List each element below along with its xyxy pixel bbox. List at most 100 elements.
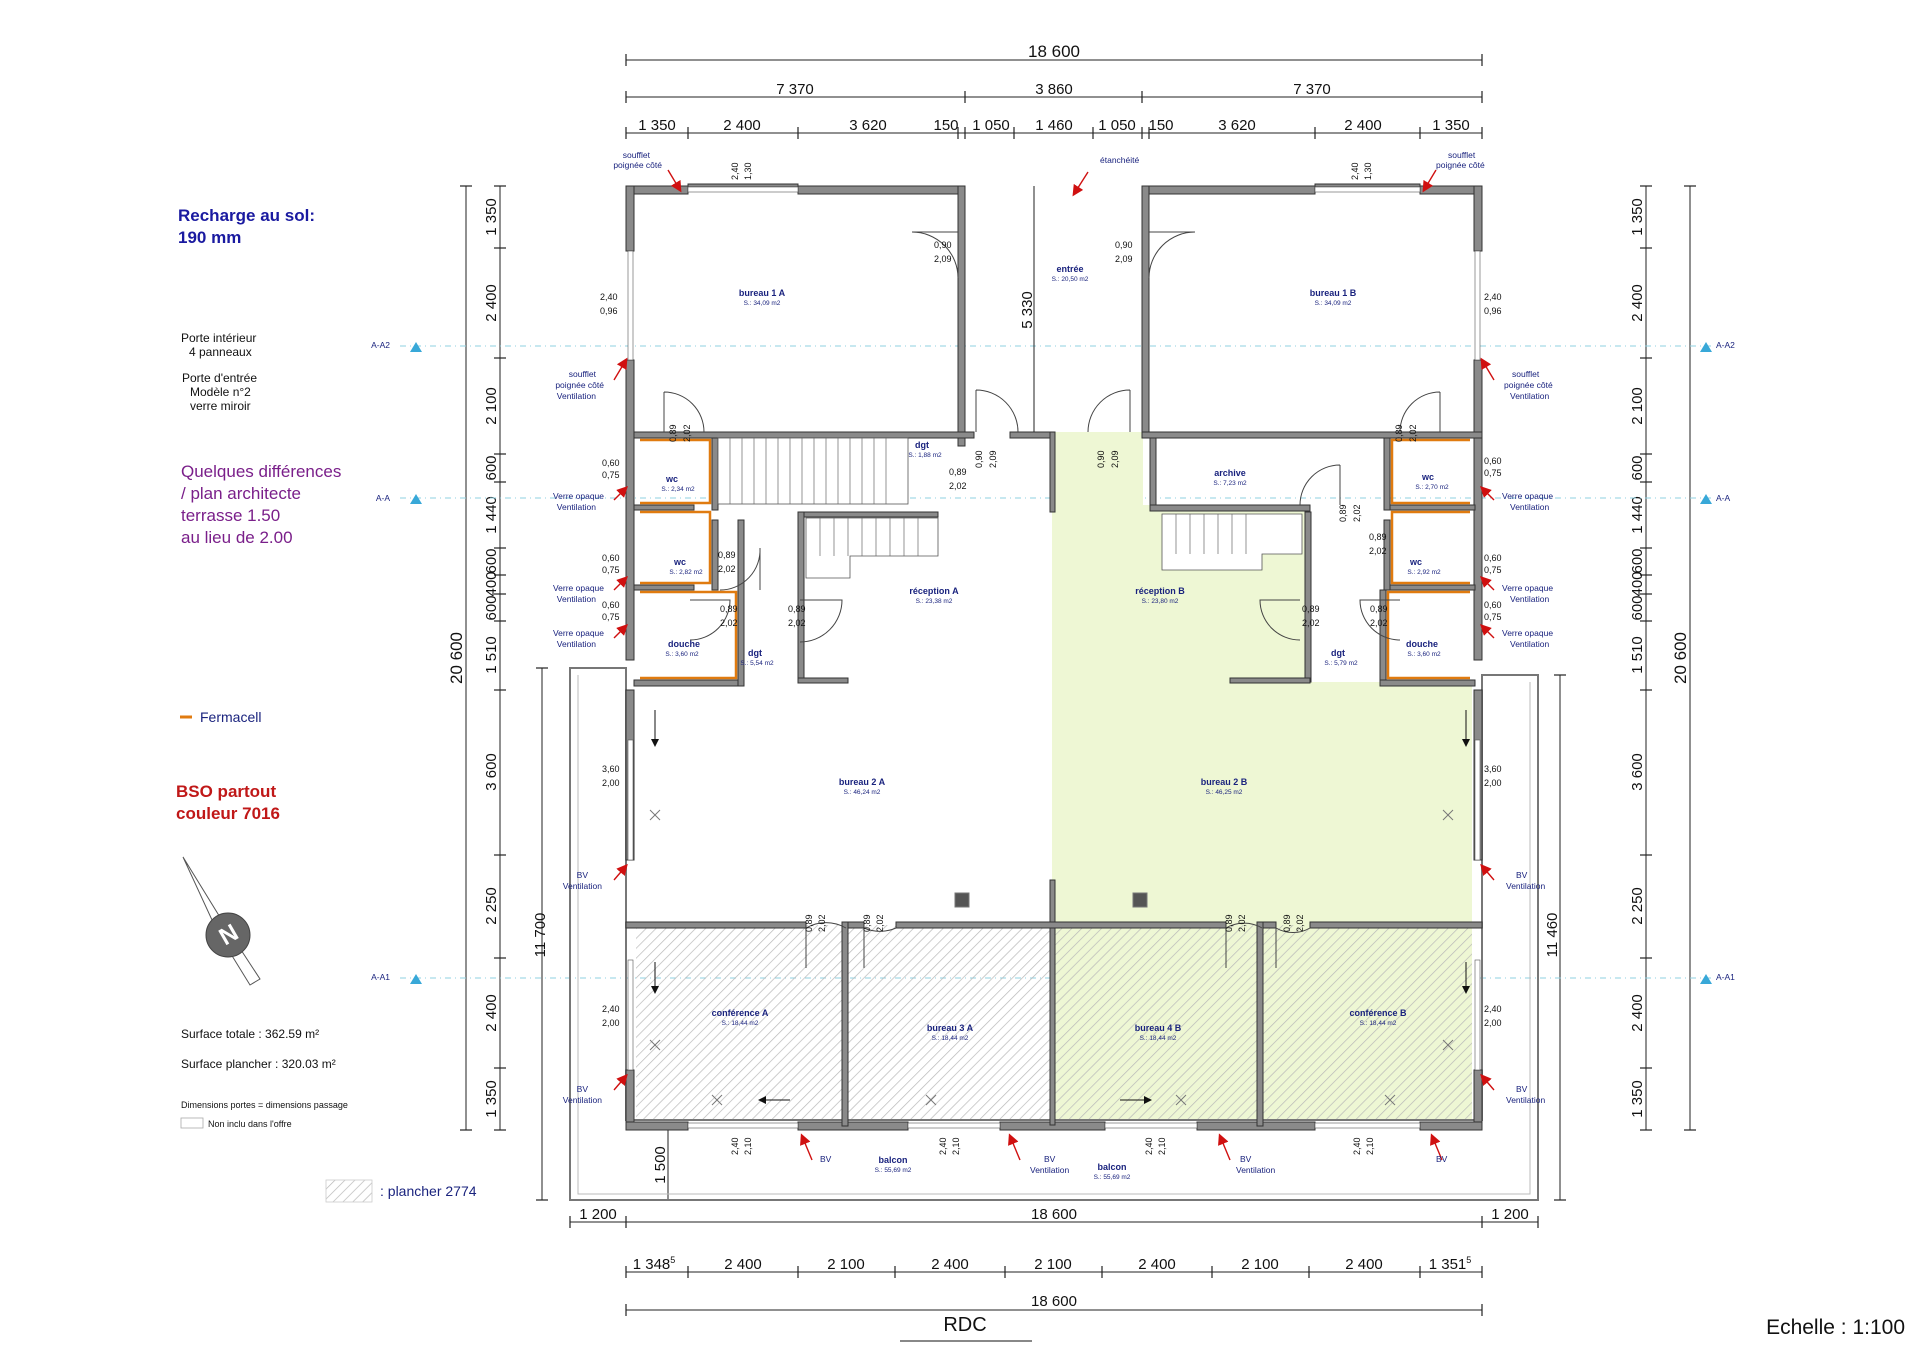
room-dgt-a-area: S.: 5,54 m2	[740, 660, 774, 667]
svg-text:0,75: 0,75	[1484, 565, 1502, 575]
svg-text:0,89: 0,89	[788, 604, 806, 614]
svg-text:Ventilation: Ventilation	[1506, 881, 1545, 891]
svg-text:BV: BV	[1044, 1154, 1056, 1164]
svg-text:0,60: 0,60	[1484, 600, 1502, 610]
room-conference-a-name: conférence A	[712, 1008, 769, 1018]
dim-left-ticks	[494, 185, 506, 1131]
room-conference-b-name: conférence B	[1349, 1008, 1407, 1018]
svg-text:2,09: 2,09	[988, 450, 998, 468]
svg-text:2,02: 2,02	[1237, 914, 1247, 932]
dimension-bottom-row1: 1 200 18 600 1 200	[569, 1206, 1539, 1228]
svg-text:2,02: 2,02	[1369, 546, 1387, 556]
annotations-left: soufflet poignée côté soufflet poignée c…	[553, 150, 662, 1105]
svg-text:Ventilation: Ventilation	[1510, 502, 1549, 512]
svg-text:Verre opaque: Verre opaque	[1502, 583, 1553, 593]
svg-text:2 100: 2 100	[827, 1256, 865, 1273]
axis-marker-icon	[410, 974, 422, 984]
dim-terrace-left: 11 700	[532, 913, 549, 958]
svg-text:2,10: 2,10	[951, 1137, 961, 1155]
svg-text:2,02: 2,02	[682, 424, 692, 442]
svg-text:0,89: 0,89	[1394, 424, 1404, 442]
room-bureau-3a-area: S.: 18,44 m2	[932, 1035, 969, 1042]
dim-right-12: 2 400	[1629, 994, 1646, 1032]
svg-text:3,60: 3,60	[1484, 764, 1502, 774]
dim-right-13: 1 350	[1629, 1080, 1646, 1118]
svg-text:2,40: 2,40	[1484, 1004, 1502, 1014]
room-bureau-4b-area: S.: 18,44 m2	[1140, 1035, 1177, 1042]
svg-text:0,89: 0,89	[804, 914, 814, 932]
svg-text:A-A2: A-A2	[371, 340, 390, 350]
svg-text:Non inclu dans l'offre: Non inclu dans l'offre	[208, 1119, 292, 1129]
plancher-swatch	[325, 1179, 373, 1203]
room-balcon-b-name: balcon	[1097, 1162, 1126, 1172]
room-reception-b-area: S.: 23,80 m2	[1142, 598, 1179, 605]
stairs	[717, 437, 1303, 579]
dim-top-total: 18 600	[1028, 42, 1080, 61]
dimension-bottom-row2: 1 3485 2 400 2 100 2 400 2 100 2 400 2 1…	[625, 1255, 1483, 1278]
doors	[663, 231, 1441, 968]
room-balcon-a-area: S.: 55,69 m2	[875, 1167, 912, 1174]
dim-left-2: 2 400	[483, 284, 500, 322]
svg-text:2,02: 2,02	[817, 914, 827, 932]
annotations-center: étanchéité BV BV Ventilation BV Ventilat…	[820, 155, 1275, 1175]
dim-top-detail-1: 1 350	[638, 117, 676, 134]
room-entree-area: S.: 20,50 m2	[1052, 276, 1089, 283]
svg-text:Ventilation: Ventilation	[557, 639, 596, 649]
dim-left-5: 1 440	[483, 496, 500, 534]
svg-text:A-A: A-A	[376, 493, 391, 503]
svg-text:Ventilation: Ventilation	[1510, 391, 1549, 401]
svg-text:Ventilation: Ventilation	[1030, 1165, 1069, 1175]
svg-text:Verre opaque: Verre opaque	[553, 583, 604, 593]
dim-top-part-3: 7 370	[1293, 81, 1331, 98]
dim-top-detail-9: 3 620	[1218, 117, 1256, 134]
room-labels: bureau 1 A S.: 34,09 m2 bureau 1 B S.: 3…	[661, 264, 1449, 1181]
room-bureau-1a-area: S.: 34,09 m2	[744, 300, 781, 307]
hatch-bureau-4b	[1052, 925, 1257, 1120]
svg-text:0,75: 0,75	[602, 470, 620, 480]
svg-text:0,75: 0,75	[602, 612, 620, 622]
svg-text:2,09: 2,09	[1115, 254, 1133, 264]
differences-line-1: Quelques différences	[181, 462, 341, 481]
room-douche-a-area: S.: 3,60 m2	[665, 651, 699, 658]
svg-text:0,90: 0,90	[934, 240, 952, 250]
dim-left-13: 1 350	[483, 1080, 500, 1118]
dim-left-12: 2 400	[483, 994, 500, 1032]
svg-text:Porte d'entrée: Porte d'entrée	[182, 371, 257, 385]
svg-text:2,00: 2,00	[602, 778, 620, 788]
dimension-top-total: 18 600	[625, 42, 1483, 66]
dim-right-1: 1 350	[1629, 198, 1646, 236]
room-douche-b-area: S.: 3,60 m2	[1407, 651, 1441, 658]
dim-top-detail-7: 1 050	[1098, 117, 1136, 134]
svg-text:BV: BV	[1240, 1154, 1252, 1164]
room-balcon-b-area: S.: 55,69 m2	[1094, 1174, 1131, 1181]
room-dgt-top-name: dgt	[915, 440, 929, 450]
dim-balcony-depth: 1 500	[652, 1146, 669, 1184]
axis-a-a1-left: A-A1	[371, 972, 422, 984]
plancher-label: : plancher 2774	[380, 1183, 477, 1199]
svg-text:Ventilation: Ventilation	[563, 1095, 602, 1105]
svg-text:Ventilation: Ventilation	[557, 391, 596, 401]
svg-text:2,40: 2,40	[1350, 162, 1360, 180]
room-bureau-2b-area: S.: 46,25 m2	[1206, 789, 1243, 796]
svg-text:2,10: 2,10	[1157, 1137, 1167, 1155]
room-douche-b-name: douche	[1406, 639, 1438, 649]
svg-text:2,02: 2,02	[1352, 504, 1362, 522]
dim-top-part-2: 3 860	[1035, 81, 1073, 98]
dim-top-detail-11: 1 350	[1432, 117, 1470, 134]
room-douche-a-name: douche	[668, 639, 700, 649]
zones	[636, 432, 1472, 1120]
north-arrow-icon: N	[182, 856, 261, 986]
svg-text:0,89: 0,89	[720, 604, 738, 614]
dim-top-detail-10: 2 400	[1344, 117, 1382, 134]
room-wc-b2-name: wc	[1409, 557, 1422, 567]
svg-text:Ventilation: Ventilation	[563, 881, 602, 891]
svg-text:0,89: 0,89	[1369, 532, 1387, 542]
fermacell-label: Fermacell	[200, 709, 261, 725]
svg-text:Ventilation: Ventilation	[1510, 639, 1549, 649]
dim-right-9: 1 510	[1629, 636, 1646, 674]
room-wc-a2-name: wc	[673, 557, 686, 567]
dim-entry-depth: 5 330	[1019, 291, 1036, 329]
svg-text:soufflet: soufflet	[1448, 150, 1476, 160]
axis-marker-icon	[1700, 342, 1712, 352]
svg-text:0,75: 0,75	[1484, 612, 1502, 622]
